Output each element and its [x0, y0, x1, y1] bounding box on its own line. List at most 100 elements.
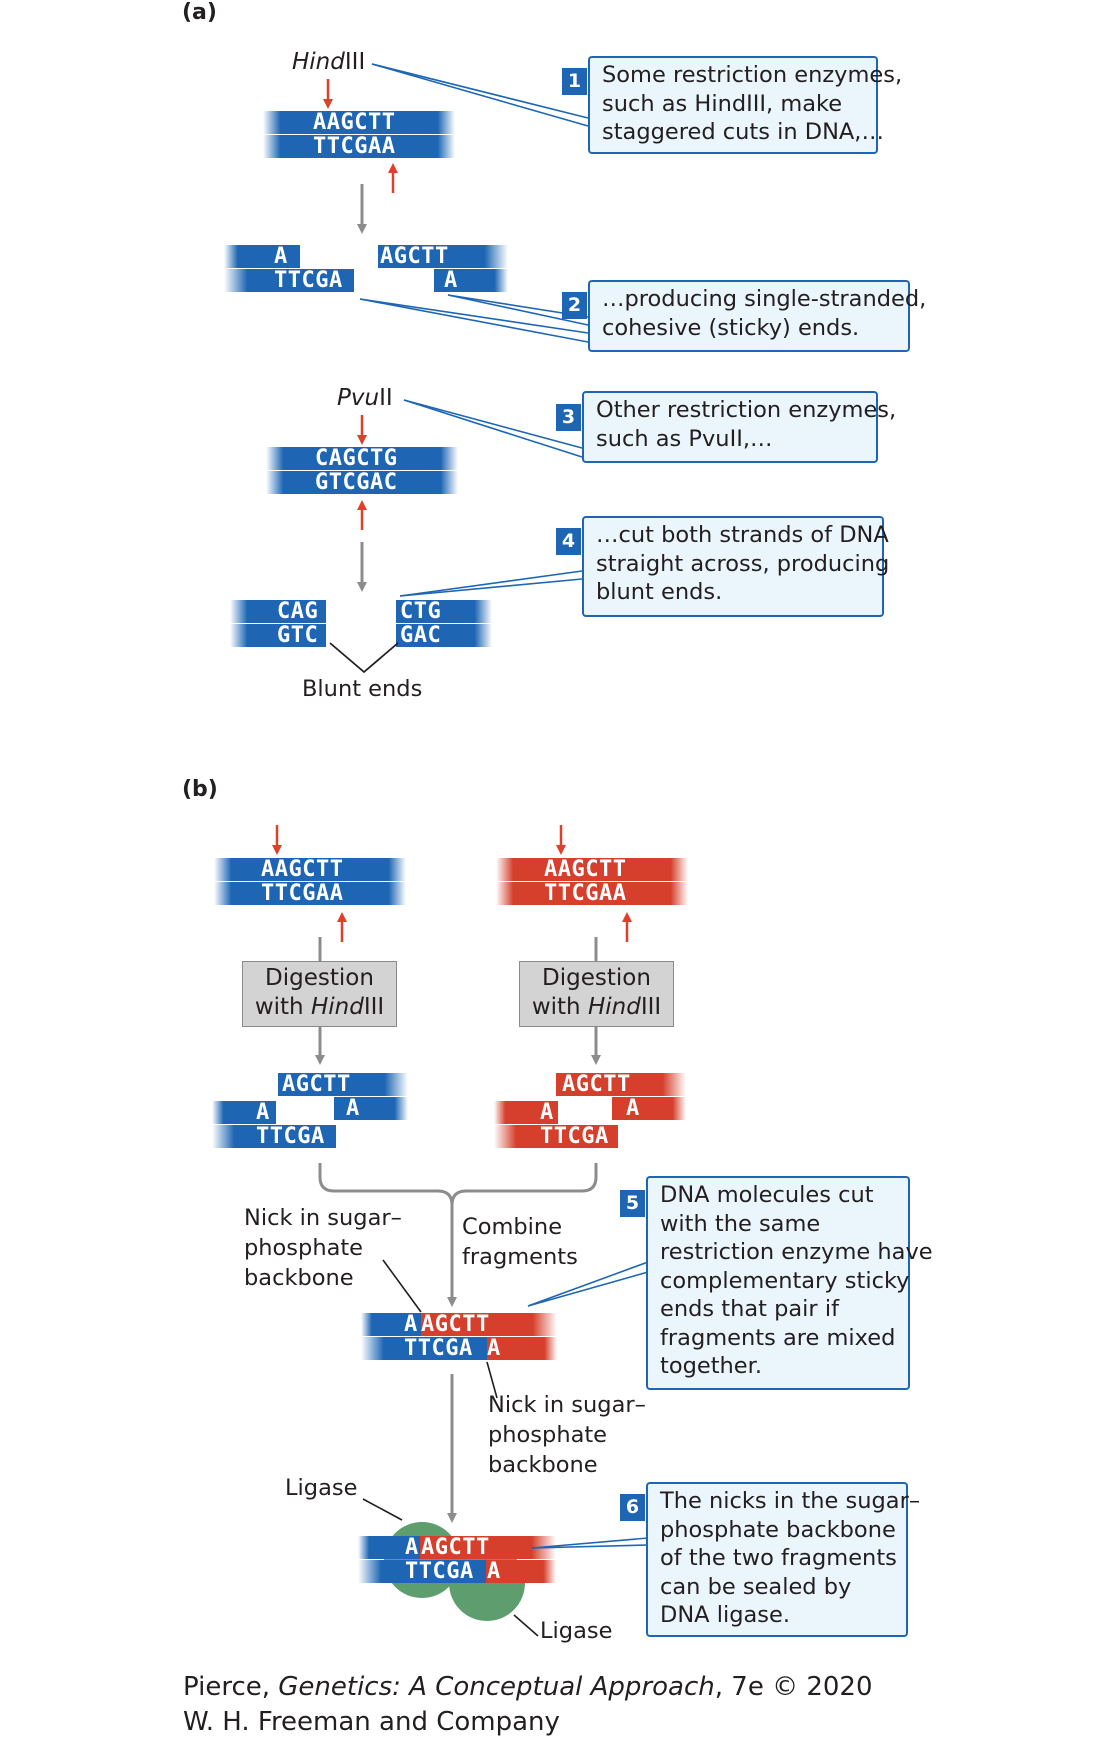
seq-blue-left-top: A [256, 1100, 270, 1125]
hindiii-left-fragment [224, 245, 354, 292]
step-badge-6: 6 [620, 1494, 645, 1521]
combine-bracket [318, 1163, 598, 1206]
leader-lines-b [527, 1261, 649, 1549]
callout-5-line-1: DNA molecules cut [660, 1182, 874, 1208]
callout-4-line-3: blunt ends. [596, 579, 723, 605]
seq-pvu-left-bottom: GTC [277, 623, 319, 648]
step-badge-3: 3 [556, 404, 581, 431]
seq-joined-top-blue: A [404, 1312, 418, 1337]
seq-red-intact-bottom: TTCGAA [544, 881, 627, 906]
callout-5-line-7: together. [660, 1353, 762, 1379]
step-badge-5: 5 [620, 1190, 645, 1217]
credit-line-1: Pierce, Genetics: A Conceptual Approach,… [183, 1672, 873, 1702]
pvuii-left-fragment [230, 600, 326, 647]
callout-3-line-2: such as PvuII,… [596, 425, 773, 452]
callout-5: DNA molecules cut with the same restrict… [646, 1176, 933, 1390]
digestion-red-line-2: with HindIII [531, 994, 662, 1020]
digestion-red-line-1: Digestion [542, 965, 651, 991]
seq-blue-right-bottom: A [346, 1096, 360, 1121]
digestion-box-red: Digestion with HindIII [519, 961, 674, 1027]
seq-pvu-site-top: CAGCTG [315, 446, 398, 471]
callout-6-line-2: phosphate backbone [660, 1516, 896, 1543]
panel-label-b: (b) [182, 777, 218, 802]
callout-6-line-1: The nicks in the sugar– [660, 1488, 921, 1514]
blunt-ends-pointer [329, 642, 399, 674]
callout-6-line-4: can be sealed by [660, 1573, 852, 1600]
seq-hind-left-top: A [274, 244, 288, 269]
seq-pvu-right-bottom: GAC [400, 623, 442, 648]
seq-blue-intact-bottom: TTCGAA [261, 881, 344, 906]
callout-2-line-1: …producing single-stranded, [602, 286, 927, 312]
callout-6: The nicks in the sugar– phosphate backbo… [646, 1482, 921, 1637]
hindiii-right-fragment [378, 245, 508, 292]
seq-blue-intact-top: AAGCTT [261, 857, 344, 882]
hindiii-site-dna [263, 111, 455, 158]
seq-joined-bottom-blue: TTCGA [404, 1336, 473, 1361]
seq-joined-bottom-red: A [487, 1336, 501, 1361]
seq-pvu-right-top: CTG [400, 599, 442, 624]
seq-blue-left-bottom: TTCGA [256, 1124, 325, 1149]
seq-pvu-left-top: CAG [277, 599, 319, 624]
panel-label-a: (a) [182, 0, 217, 25]
pvuii-right-fragment [396, 600, 492, 647]
credit-line-2: W. H. Freeman and Company [183, 1707, 560, 1737]
seq-red-right-bottom: A [626, 1096, 640, 1121]
callout-1: Some restriction enzymes, such as HindII… [588, 56, 903, 154]
nick-label-top: Nick in sugar– phosphate backbone [244, 1205, 402, 1291]
pvuii-site-dna [266, 447, 458, 494]
seq-hind-site-top: AAGCTT [313, 110, 396, 135]
ligase-pointer-right [513, 1614, 539, 1637]
joined-dna [361, 1313, 557, 1360]
red-left-fragment [494, 1101, 618, 1148]
digestion-box-blue: Digestion with HindIII [242, 961, 397, 1027]
nick-pointer-top [382, 1259, 422, 1313]
seq-pvu-site-bottom: GTCGAC [315, 470, 398, 495]
digestion-blue-line-2: with HindIII [254, 994, 385, 1020]
seq-sealed-bottom-blue: TTCGA [405, 1559, 474, 1584]
callout-6-line-5: DNA ligase. [660, 1602, 790, 1628]
seq-hind-right-bottom: A [444, 268, 458, 293]
seq-hind-site-bottom: TTCGAA [313, 134, 396, 159]
callout-6-line-3: of the two fragments [660, 1545, 897, 1571]
callout-3-line-1: Other restriction enzymes, [596, 397, 897, 423]
seq-hind-right-top: AGCTT [380, 244, 449, 269]
callout-5-line-2: with the same [660, 1210, 821, 1237]
seq-red-left-top: A [540, 1100, 554, 1125]
callout-1-line-1: Some restriction enzymes, [602, 62, 903, 88]
callout-4-line-1: …cut both strands of DNA [596, 522, 889, 548]
callout-2: …producing single-stranded, cohesive (st… [588, 280, 927, 352]
step-badge-2: 2 [562, 292, 587, 319]
nick-pointer-bottom [486, 1361, 498, 1399]
callout-2-line-2: cohesive (sticky) ends. [602, 314, 860, 341]
callout-5-line-4: complementary sticky [660, 1267, 910, 1294]
combine-label: Combine fragments [462, 1214, 578, 1270]
seq-joined-top-red: AGCTT [421, 1312, 490, 1337]
enzyme-label-pvuii: PvuII [337, 385, 393, 411]
callout-1-line-3: staggered cuts in DNA,… [602, 119, 884, 145]
callout-4: …cut both strands of DNA straight across… [582, 516, 890, 617]
seq-red-intact-top: AAGCTT [544, 857, 627, 882]
callout-3: Other restriction enzymes, such as PvuII… [582, 391, 897, 463]
step-badge-1: 1 [562, 68, 587, 95]
blue-left-fragment [212, 1101, 336, 1148]
callout-1-line-2: such as HindIII, make [602, 90, 843, 117]
callout-5-line-3: restriction enzyme have [660, 1239, 933, 1265]
ligase-label-left: Ligase [285, 1475, 358, 1501]
ligase-label-right: Ligase [540, 1618, 613, 1644]
step-badge-4: 4 [556, 528, 581, 555]
blue-right-fragment [278, 1073, 408, 1120]
red-right-fragment [556, 1073, 686, 1120]
digestion-blue-line-1: Digestion [265, 965, 374, 991]
red-intact-dna [496, 858, 688, 905]
seq-red-right-top: AGCTT [562, 1072, 631, 1097]
blue-intact-dna [214, 858, 406, 905]
ligase-pointer-left [362, 1498, 403, 1521]
callout-4-line-2: straight across, producing [596, 550, 890, 577]
leader-lines-a [359, 63, 589, 597]
sealed-dna [358, 1536, 556, 1583]
seq-blue-right-top: AGCTT [282, 1072, 351, 1097]
seq-red-left-bottom: TTCGA [540, 1124, 609, 1149]
seq-sealed-bottom-red: A [487, 1559, 501, 1584]
